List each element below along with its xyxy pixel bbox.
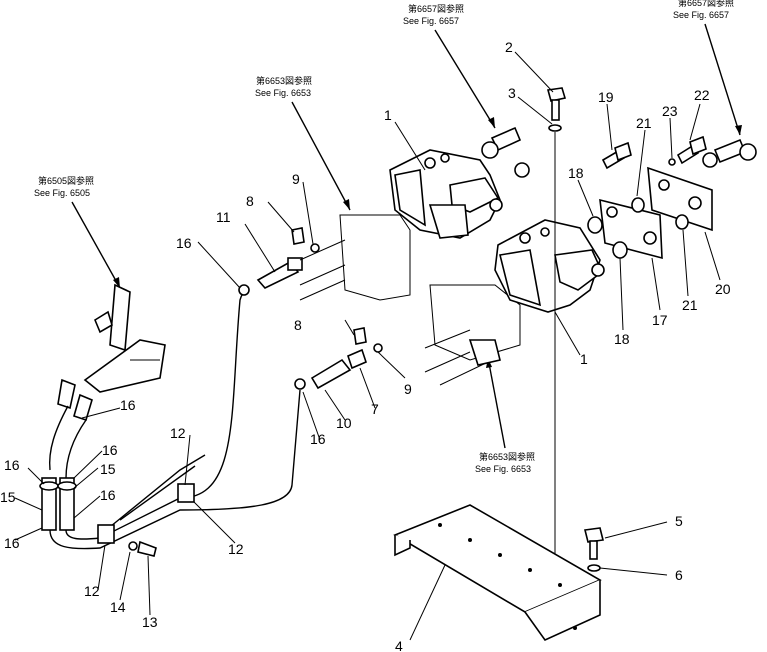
hose-fitting-right <box>59 477 75 531</box>
ref-en: See Fig. 6657 <box>403 16 459 26</box>
callout-4: 4 <box>395 638 403 652</box>
callout-15-right: 15 <box>100 461 116 477</box>
ref-jp: 第6653図参照 <box>256 75 312 86</box>
callout-10: 10 <box>336 415 352 431</box>
ref-en: See Fig. 6505 <box>34 188 90 198</box>
ref-jp: 第6505図参照 <box>38 175 94 186</box>
bolt-5-6 <box>584 527 604 572</box>
callout-12-top: 12 <box>170 425 186 441</box>
adaptor-upper <box>238 227 320 296</box>
bolt <box>137 540 157 557</box>
hose-fitting-left <box>41 477 57 531</box>
callout-15-left: 15 <box>0 489 16 505</box>
callout-8-upper: 8 <box>246 193 254 209</box>
washer <box>128 541 138 551</box>
ref-note-fig6505: 第6505図参照 See Fig. 6505 <box>34 175 94 198</box>
bolt-stack-center <box>546 87 567 580</box>
phantom-valve-upper <box>299 214 411 301</box>
callout-20: 20 <box>715 281 731 297</box>
callout-23: 23 <box>662 103 678 119</box>
ref-note-fig6657-top: 第6657図参照 See Fig. 6657 <box>403 3 464 26</box>
mounting-bracket <box>393 504 602 642</box>
lever-bracket <box>57 283 166 422</box>
callout-9-lower: 9 <box>404 381 412 397</box>
callout-21-upper: 21 <box>636 115 652 131</box>
ref-en: See Fig. 6653 <box>475 464 531 474</box>
callout-16-a: 16 <box>120 397 136 413</box>
ref-jp: 第6657図参照 <box>678 0 734 8</box>
callout-12-right: 12 <box>228 541 244 557</box>
plate-20 <box>647 166 713 232</box>
callout-3: 3 <box>508 85 516 101</box>
callout-21-lower: 21 <box>682 297 698 313</box>
callout-1-lower: 1 <box>580 351 588 367</box>
fitting-right-top <box>702 138 757 168</box>
callout-5: 5 <box>675 513 683 529</box>
callout-11: 11 <box>216 209 231 225</box>
callout-16-f: 16 <box>176 235 192 251</box>
hose-assembly <box>39 289 301 557</box>
ref-jp: 第6657図参照 <box>408 3 464 14</box>
ref-note-fig6653-lower: 第6653図参照 See Fig. 6653 <box>475 451 535 474</box>
callout-18-upper: 18 <box>568 165 584 181</box>
ref-jp: 第6653図参照 <box>479 451 535 462</box>
callout-7: 7 <box>371 401 379 417</box>
ref-arrows <box>71 23 742 449</box>
callout-16-b: 16 <box>102 442 118 458</box>
valve-assembly-lower <box>494 219 605 313</box>
callout-2: 2 <box>505 39 513 55</box>
callout-16-c: 16 <box>4 457 20 473</box>
valve-assembly-upper <box>389 149 503 239</box>
adaptor-lower <box>294 327 383 390</box>
callout-19: 19 <box>598 89 614 105</box>
fitting-center-top <box>481 126 530 178</box>
bolts-right <box>601 135 707 170</box>
callout-16-d: 16 <box>100 487 116 503</box>
o-rings <box>587 197 689 259</box>
ref-en: See Fig. 6657 <box>673 10 729 20</box>
ref-note-fig6653-upper: 第6653図参照 See Fig. 6653 <box>255 75 312 98</box>
callout-18-lower: 18 <box>614 331 630 347</box>
clamp-upper <box>177 483 195 503</box>
callout-13: 13 <box>142 614 158 630</box>
leader-lines <box>14 51 721 641</box>
callout-14: 14 <box>110 599 126 615</box>
callout-16-g: 16 <box>310 431 326 447</box>
callout-6: 6 <box>675 567 683 583</box>
clamp-lower <box>97 524 115 544</box>
callout-16-e: 16 <box>4 535 20 551</box>
callout-1-upper: 1 <box>384 107 392 123</box>
callout-22: 22 <box>694 87 710 103</box>
callout-8-lower: 8 <box>294 317 302 333</box>
callout-17: 17 <box>652 312 668 328</box>
callout-12-left: 12 <box>84 583 100 599</box>
ref-note-fig6657-right: 第6657図参照 See Fig. 6657 <box>673 0 734 20</box>
callout-9-upper: 9 <box>292 171 300 187</box>
phantom-valve-lower <box>424 284 521 386</box>
callout-numbers: 1 1 2 3 4 5 6 7 8 8 9 9 10 11 12 12 12 1… <box>0 39 731 652</box>
ref-en: See Fig. 6653 <box>255 88 311 98</box>
